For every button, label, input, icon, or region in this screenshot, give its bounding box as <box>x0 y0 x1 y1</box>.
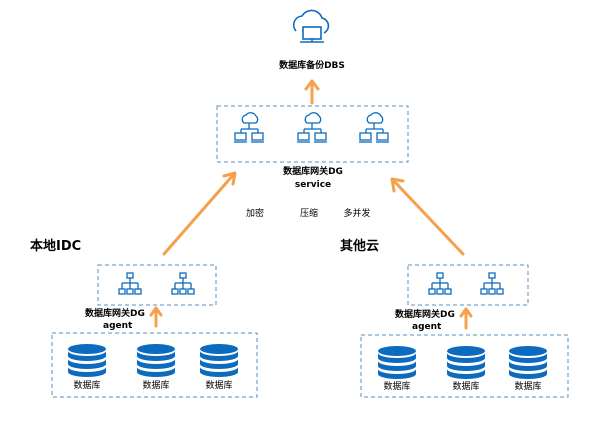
database-label: 数据库 <box>452 382 480 392</box>
feature-concurrency: 多并发 <box>343 209 371 219</box>
database-label: 数据库 <box>142 381 170 391</box>
database-icon <box>378 346 416 379</box>
database-label: 数据库 <box>514 382 542 392</box>
feature-compression: 压缩 <box>299 209 319 219</box>
agent-box-left <box>97 264 217 306</box>
agent-left-title: 数据库网关DG <box>85 309 145 319</box>
service-subtitle: service <box>294 180 332 190</box>
database-group-left <box>51 332 258 398</box>
database-label: 数据库 <box>383 382 411 392</box>
agent-right-title: 数据库网关DG <box>395 310 455 320</box>
agent-box-right <box>407 264 529 306</box>
service-title: 数据库网关DG <box>283 167 343 177</box>
hierarchy-icon <box>118 272 142 295</box>
cloud-computer-icon <box>292 9 330 43</box>
database-label: 数据库 <box>205 381 233 391</box>
cloud-network-icon <box>233 112 265 143</box>
arrow-right-db-to-agent <box>459 307 473 330</box>
database-icon <box>509 346 547 379</box>
database-group-right <box>360 334 569 398</box>
cloud-network-icon <box>358 112 390 143</box>
feature-encryption: 加密 <box>245 209 265 219</box>
dbs-label: 数据库备份DBS <box>279 61 345 71</box>
database-icon <box>447 346 485 379</box>
hierarchy-icon <box>428 272 452 295</box>
arrow-left-agent-to-service <box>162 171 237 256</box>
database-label: 数据库 <box>73 381 101 391</box>
database-icon <box>68 344 106 377</box>
agent-right-subtitle: agent <box>412 322 442 332</box>
arrow-service-to-dbs <box>304 79 320 105</box>
cloud-network-icon <box>296 112 328 143</box>
agent-left-subtitle: agent <box>103 321 133 331</box>
database-icon <box>200 344 238 377</box>
service-box <box>216 105 409 163</box>
hierarchy-icon <box>171 272 195 295</box>
arrow-left-db-to-agent <box>149 306 163 328</box>
database-icon <box>137 344 175 377</box>
region-local-idc: 本地IDC <box>30 239 82 254</box>
hierarchy-icon <box>480 272 504 295</box>
arrow-right-agent-to-service <box>390 177 465 256</box>
region-other-cloud: 其他云 <box>340 239 380 254</box>
